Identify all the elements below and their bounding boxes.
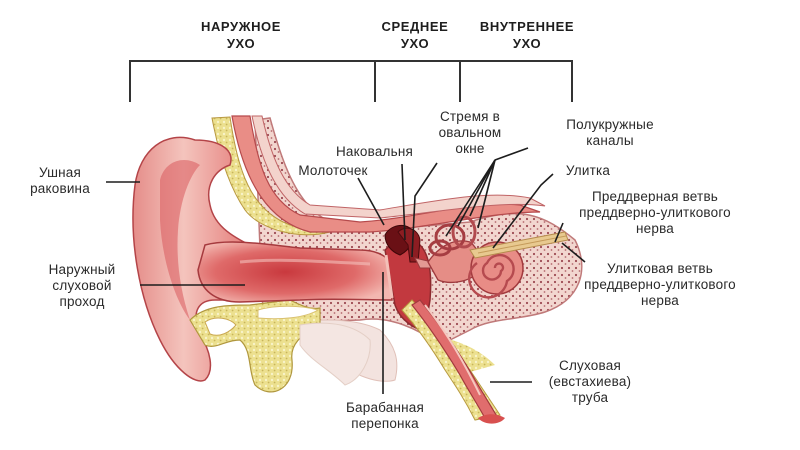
leader-semicircular-canals (445, 147, 529, 237)
label-stapes-line: Стремя в (439, 109, 501, 124)
label-eardrum-line: перепонка (351, 416, 419, 431)
label-vestibular-nerve-line: преддверно-улиткового (579, 205, 731, 220)
leader-lines (106, 147, 586, 394)
leader-vestibular-nerve (554, 222, 564, 243)
label-cochlea-line: Улитка (565, 163, 611, 178)
header-inner-ear-line1: ВНУТРЕННЕЕ (479, 19, 575, 34)
label-cochlear-nerve-line: нерва (641, 293, 679, 308)
lower-cartilage (189, 299, 371, 393)
label-pinna: Ушная раковина (15, 165, 105, 197)
label-stapes-line: овальном (438, 125, 502, 140)
scalp-layers (211, 115, 546, 236)
header-middle-ear: СРЕДНЕЕ УХО (365, 18, 465, 52)
label-incus-line: Наковальня (335, 144, 414, 159)
label-cochlear-nerve: Улитковая ветвь преддверно-улиткового не… (560, 261, 760, 309)
label-ear-canal-line: Наружный (48, 262, 116, 277)
label-ear-canal-line: проход (59, 294, 105, 309)
label-semicircular-canals-line: каналы (586, 133, 634, 148)
header-outer-ear-line2: УХО (226, 36, 256, 51)
label-pinna-line: раковина (30, 181, 90, 196)
label-semicircular-canals-line: Полукружные (566, 117, 654, 132)
label-eustachian-tube: Слуховая (евстахиева) труба (535, 358, 645, 406)
label-stapes: Стремя в овальном окне (425, 109, 515, 157)
header-middle-ear-line2: УХО (400, 36, 430, 51)
label-incus: Наковальня (327, 144, 422, 160)
label-eustachian-tube-line: труба (571, 390, 609, 405)
leader-incus (401, 163, 406, 241)
inner-ear (427, 215, 569, 299)
label-cochlear-nerve-line: преддверно-улиткового (584, 277, 736, 292)
header-inner-ear-line2: УХО (512, 36, 542, 51)
label-stapes-line: окне (455, 141, 485, 156)
label-vestibular-nerve: Преддверная ветвь преддверно-улиткового … (555, 189, 755, 237)
label-ear-canal-line: слуховой (52, 278, 112, 293)
label-cochlear-nerve-line: Улитковая ветвь (607, 261, 713, 276)
label-semicircular-canals: Полукружные каналы (540, 117, 680, 149)
label-cochlea: Улитка (548, 163, 628, 179)
label-ear-canal: Наружный слуховой проход (30, 262, 134, 310)
label-eustachian-tube-line: (евстахиева) (548, 374, 632, 389)
leader-cochlear-nerve (561, 242, 586, 263)
header-inner-ear: ВНУТРЕННЕЕ УХО (467, 18, 587, 52)
header-outer-ear-line1: НАРУЖНОЕ (200, 19, 282, 34)
leader-cochlea (492, 173, 554, 249)
eustachian-tube-shape (401, 299, 505, 424)
label-vestibular-nerve-line: Преддверная ветвь (591, 189, 719, 204)
header-middle-ear-line1: СРЕДНЕЕ (381, 19, 449, 34)
label-malleus-line: Молоточек (298, 163, 368, 178)
label-eardrum: Барабанная перепонка (330, 400, 440, 432)
label-eardrum-line: Барабанная (345, 400, 425, 415)
header-outer-ear: НАРУЖНОЕ УХО (186, 18, 296, 52)
label-pinna-line: Ушная (38, 165, 82, 180)
section-bracket (129, 60, 573, 102)
label-vestibular-nerve-line: нерва (636, 221, 674, 236)
leader-malleus (357, 177, 385, 226)
leader-stapes (411, 162, 438, 258)
label-eustachian-tube-line: Слуховая (559, 358, 621, 373)
label-malleus: Молоточек (288, 163, 378, 179)
ear-canal-shape (197, 241, 393, 303)
